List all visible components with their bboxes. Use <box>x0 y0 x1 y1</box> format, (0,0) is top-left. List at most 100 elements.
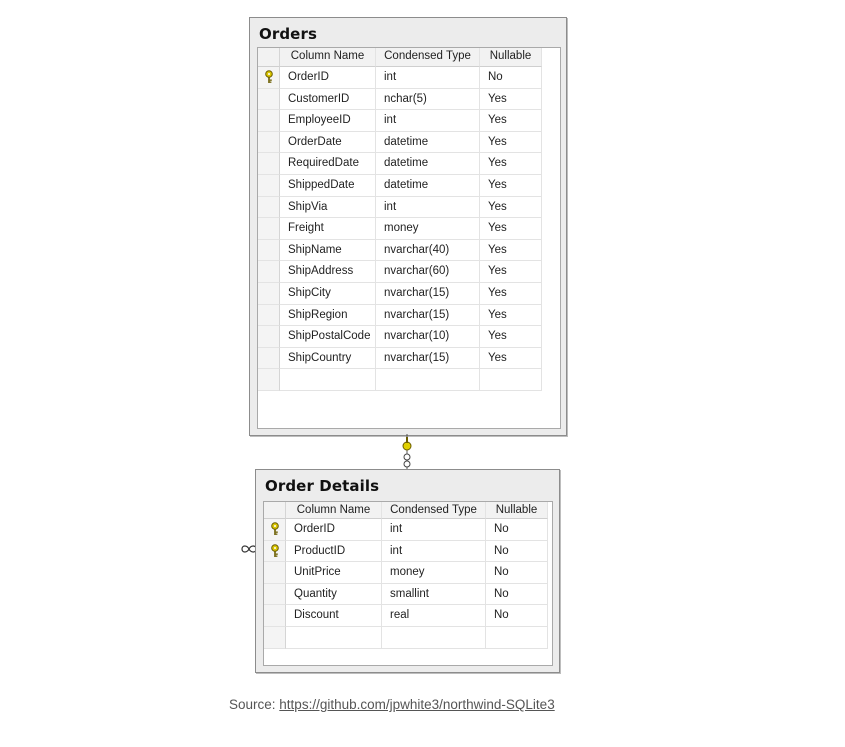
row-selector[interactable] <box>258 347 280 370</box>
column-type-cell[interactable]: int <box>382 519 486 541</box>
row-selector[interactable] <box>258 369 280 391</box>
row-selector[interactable] <box>258 196 280 219</box>
column-type-cell[interactable]: datetime <box>376 131 480 154</box>
column-type-cell[interactable]: money <box>382 562 486 584</box>
nullable-cell[interactable]: Yes <box>480 347 542 370</box>
column-name-cell[interactable]: CustomerID <box>280 88 376 111</box>
column-name-cell[interactable] <box>280 369 376 391</box>
nullable-cell[interactable]: No <box>486 540 548 563</box>
nullable-cell[interactable]: Yes <box>480 175 542 197</box>
column-type-cell[interactable]: datetime <box>376 175 480 197</box>
column-name-cell[interactable]: RequiredDate <box>280 153 376 175</box>
source-link[interactable]: https://github.com/jpwhite3/northwind-SQ… <box>279 697 555 712</box>
nullable-cell[interactable]: Yes <box>480 131 542 154</box>
column-type-cell[interactable]: smallint <box>382 583 486 606</box>
row-selector[interactable] <box>258 326 280 348</box>
column-name-cell[interactable]: Quantity <box>286 583 382 606</box>
column-type-cell[interactable]: nvarchar(15) <box>376 283 480 305</box>
row-selector[interactable] <box>258 218 280 240</box>
nullable-cell[interactable]: Yes <box>480 239 542 262</box>
row-selector[interactable] <box>258 88 280 111</box>
row-selector[interactable] <box>258 175 280 197</box>
column-type-cell[interactable]: nchar(5) <box>376 88 480 111</box>
row-selector[interactable] <box>264 562 286 584</box>
nullable-cell[interactable]: Yes <box>480 261 542 283</box>
row-selector[interactable] <box>258 153 280 175</box>
column-type-cell[interactable]: nvarchar(15) <box>376 347 480 370</box>
row-selector[interactable] <box>258 110 280 132</box>
nullable-cell[interactable]: Yes <box>480 110 542 132</box>
row-selector[interactable] <box>264 605 286 627</box>
nullable-cell[interactable]: No <box>486 519 548 541</box>
column-type-cell[interactable]: nvarchar(40) <box>376 239 480 262</box>
column-type-cell[interactable]: real <box>382 605 486 627</box>
column-name-cell[interactable]: ShipName <box>280 239 376 262</box>
column-name-cell[interactable]: OrderID <box>280 67 376 89</box>
column-type-cell[interactable] <box>382 627 486 649</box>
row-selector[interactable] <box>264 583 286 606</box>
column-type-cell[interactable]: nvarchar(10) <box>376 326 480 348</box>
row-selector[interactable] <box>258 67 280 89</box>
column-name-cell[interactable]: Freight <box>280 218 376 240</box>
column-name-cell[interactable]: ShipAddress <box>280 261 376 283</box>
row-selector[interactable] <box>264 627 286 649</box>
row-selector[interactable] <box>264 519 286 541</box>
column-name-cell[interactable]: ShipCity <box>280 283 376 305</box>
row-selector[interactable] <box>258 304 280 327</box>
row-selector[interactable] <box>258 261 280 283</box>
column-type-cell[interactable]: money <box>376 218 480 240</box>
nullable-cell[interactable] <box>486 627 548 649</box>
column-name-cell[interactable]: Discount <box>286 605 382 627</box>
nullable-cell[interactable]: Yes <box>480 88 542 111</box>
nullable-cell[interactable]: No <box>486 605 548 627</box>
table-row[interactable] <box>258 369 560 391</box>
nullable-cell[interactable]: Yes <box>480 283 542 305</box>
nullable-cell[interactable]: Yes <box>480 153 542 175</box>
column-name-cell[interactable]: OrderID <box>286 519 382 541</box>
nullable-cell[interactable] <box>480 369 542 391</box>
column-name-cell[interactable]: ShipPostalCode <box>280 326 376 348</box>
column-name-cell[interactable]: ShipCountry <box>280 347 376 370</box>
nullable-cell[interactable]: Yes <box>480 218 542 240</box>
column-type-cell[interactable]: int <box>376 196 480 219</box>
column-type-cell[interactable]: datetime <box>376 153 480 175</box>
row-selector[interactable] <box>258 131 280 154</box>
row-selector[interactable] <box>258 283 280 305</box>
column-name-cell[interactable]: ProductID <box>286 540 382 563</box>
column-type-cell[interactable]: int <box>376 67 480 89</box>
column-name-cell[interactable]: ShippedDate <box>280 175 376 197</box>
nullable-cell[interactable]: Yes <box>480 196 542 219</box>
row-selector[interactable] <box>258 239 280 262</box>
column-name-cell[interactable] <box>286 627 382 649</box>
column-type-cell[interactable] <box>376 369 480 391</box>
column-name-cell[interactable]: EmployeeID <box>280 110 376 132</box>
column-name-cell[interactable]: ShipVia <box>280 196 376 219</box>
nullable-cell[interactable]: Yes <box>480 326 542 348</box>
nullable-cell[interactable]: No <box>480 67 542 89</box>
column-type-cell[interactable]: nvarchar(60) <box>376 261 480 283</box>
column-type-cell[interactable]: int <box>382 540 486 563</box>
column-type-cell[interactable]: nvarchar(15) <box>376 304 480 327</box>
column-name-cell[interactable]: ShipRegion <box>280 304 376 327</box>
nullable-cell[interactable]: Yes <box>480 304 542 327</box>
